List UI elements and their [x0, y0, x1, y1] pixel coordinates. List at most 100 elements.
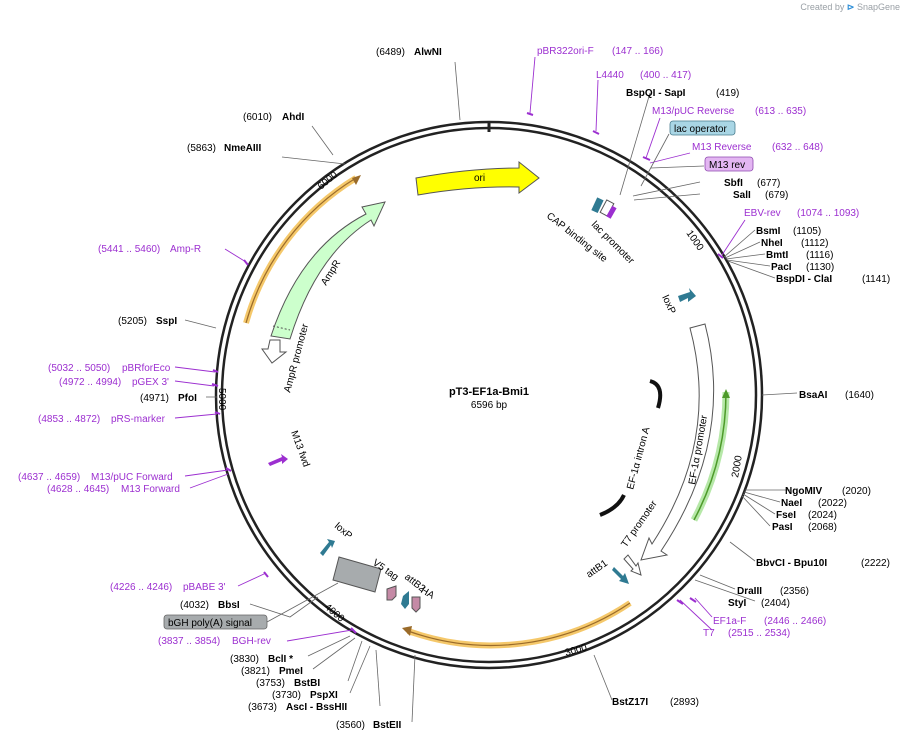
site-name-bstbi: BstBI — [294, 678, 320, 689]
primer-leader-lines — [174, 56, 746, 642]
primer-range-m13-fwd: (4628 .. 4645) — [47, 484, 109, 495]
attb2-feature — [401, 591, 409, 609]
primer-name-m13puc-rev: M13/pUC Reverse — [652, 106, 735, 117]
site-pos-naei: (2022) — [818, 498, 847, 509]
ef1a-promoter-feature — [640, 323, 715, 561]
site-labels: (6489) AlwNI (6010) AhdI (5863) NmeAIII … — [118, 47, 890, 731]
site-name-bsteii: BstEII — [373, 720, 402, 731]
m13-fwd-feature — [268, 454, 288, 466]
snapgene-credit: Created by ⊳ SnapGene — [800, 2, 900, 13]
cap-site-feature — [591, 197, 604, 214]
site-name-styi: StyI — [728, 598, 747, 609]
site-name-bmti: BmtI — [766, 250, 788, 261]
credit-brand: SnapGene — [856, 2, 900, 12]
lac-operator-leader — [640, 133, 670, 187]
ampr-promoter-feature — [261, 339, 288, 364]
site-pos-bbvci: (2222) — [861, 558, 890, 569]
site-leader-lines — [184, 61, 798, 723]
site-pos-pmei: (3821) — [241, 666, 270, 677]
loxp-bottom-label: loxP — [332, 521, 354, 542]
bgh-label: bGH poly(A) signal — [168, 618, 252, 629]
site-pos-styi: (2404) — [761, 598, 790, 609]
m13-rev-leader — [650, 165, 705, 169]
v5-tag-feature — [386, 585, 397, 601]
primer-range-ebv-rev: (1074 .. 1093) — [797, 208, 859, 219]
site-name-bbvci: BbvCI - Bpu10I — [756, 558, 827, 569]
site-name-bcli: BclI * — [268, 654, 293, 665]
site-pos-bspdi: (1141) — [862, 274, 890, 285]
site-name-bspqi: BspQI - SapI — [626, 88, 686, 99]
site-name-asci: AscI - BssHII — [286, 702, 347, 713]
site-name-pmei: PmeI — [279, 666, 303, 677]
primer-marks — [211, 112, 724, 634]
primer-range-pbrforeco: (5032 .. 5050) — [48, 363, 110, 374]
primer-name-bgh-rev: BGH-rev — [232, 636, 271, 647]
site-pos-bstbi: (3753) — [256, 678, 285, 689]
site-pos-pspxi: (3730) — [272, 690, 301, 701]
site-pos-bsteii: (3560) — [336, 720, 365, 731]
primer-name-t7: T7 — [703, 628, 715, 639]
bmi1-arc-head-icon — [402, 626, 412, 636]
site-pos-bmti: (1116) — [806, 250, 833, 261]
m13-rev-label: M13 rev — [709, 160, 745, 171]
lac-primer-feature — [606, 205, 617, 219]
credit-prefix: Created by — [800, 2, 845, 12]
site-name-sbfi: SbfI — [724, 178, 743, 189]
primer-range-t7: (2515 .. 2534) — [728, 628, 790, 639]
bgh-leader — [266, 582, 339, 623]
site-pos-pasi: (2068) — [808, 522, 837, 533]
primer-name-ef1a-f: EF1a-F — [713, 616, 746, 627]
site-pos-bbsi: (4032) — [180, 600, 209, 611]
site-pos-fsei: (2024) — [808, 510, 837, 521]
cap-site-label: CAP binding site — [544, 211, 609, 265]
loxp-top-label: loxP — [659, 294, 677, 317]
primer-name-pbrforeco: pBRforEco — [122, 363, 171, 374]
primer-range-l4440: (400 .. 417) — [640, 70, 691, 81]
primer-name-pgex3: pGEX 3' — [132, 377, 169, 388]
m13-rev-bg — [704, 156, 754, 172]
m13-rev-box: M13 rev — [704, 156, 754, 172]
site-name-bsmi: BsmI — [756, 226, 781, 237]
site-pos-pfoi: (4971) — [140, 393, 169, 404]
site-name-sali: SalI — [733, 190, 751, 201]
primer-name-m13-fwd: M13 Forward — [121, 484, 180, 495]
plasmid-name: pT3-EF1a-Bmi1 — [449, 386, 529, 398]
primer-range-m13-rev: (632 .. 648) — [772, 142, 823, 153]
primer-range-m13puc-rev: (613 .. 635) — [755, 106, 806, 117]
loxp-top-feature — [678, 288, 696, 302]
primer-range-amp-r: (5441 .. 5460) — [98, 244, 160, 255]
primer-range-pgex3: (4972 .. 4994) — [59, 377, 121, 388]
primer-labels: pBR322ori-F (147 .. 166) L4440 (400 .. 4… — [18, 46, 859, 647]
site-name-nmeaiii: NmeAIII — [224, 143, 261, 154]
ampr-feature — [270, 201, 386, 340]
site-pos-alwni: (6489) — [376, 47, 405, 58]
site-name-paci: PacI — [771, 262, 792, 273]
site-pos-draiii: (2356) — [780, 586, 809, 597]
site-pos-bcli: (3830) — [230, 654, 259, 665]
site-pos-ahdi: (6010) — [243, 112, 272, 123]
tick-2000: 2000 — [730, 454, 745, 478]
site-name-bstz17i: BstZ17I — [612, 697, 648, 708]
primer-name-ebv-rev: EBV-rev — [744, 208, 781, 219]
ef1a-green-arc — [693, 391, 727, 521]
tick-labels: 1000 2000 3000 4000 5000 6000 — [216, 169, 745, 659]
ha-feature — [411, 596, 421, 613]
primer-name-m13-rev: M13 Reverse — [692, 142, 752, 153]
site-pos-paci: (1130) — [806, 262, 834, 273]
tick-5000: 5000 — [216, 388, 227, 411]
bgh-box: bGH poly(A) signal — [163, 614, 268, 630]
site-pos-nmeaiii: (5863) — [187, 143, 216, 154]
ampr-arc-head-icon — [352, 175, 361, 185]
ef1a-green-head-icon — [722, 389, 730, 398]
tick-1000: 1000 — [684, 228, 706, 253]
site-name-pasi: PasI — [772, 522, 793, 533]
site-name-ahdi: AhdI — [282, 112, 304, 123]
site-name-pspxi: PspXI — [310, 690, 338, 701]
attb1-feature — [612, 567, 629, 584]
site-pos-bspqi: (419) — [716, 88, 739, 99]
site-name-bsaai: BsaAI — [799, 390, 828, 401]
site-name-sspi: SspI — [156, 316, 177, 327]
bgh-feature — [332, 556, 382, 593]
loxp-bottom-feature — [320, 539, 335, 556]
